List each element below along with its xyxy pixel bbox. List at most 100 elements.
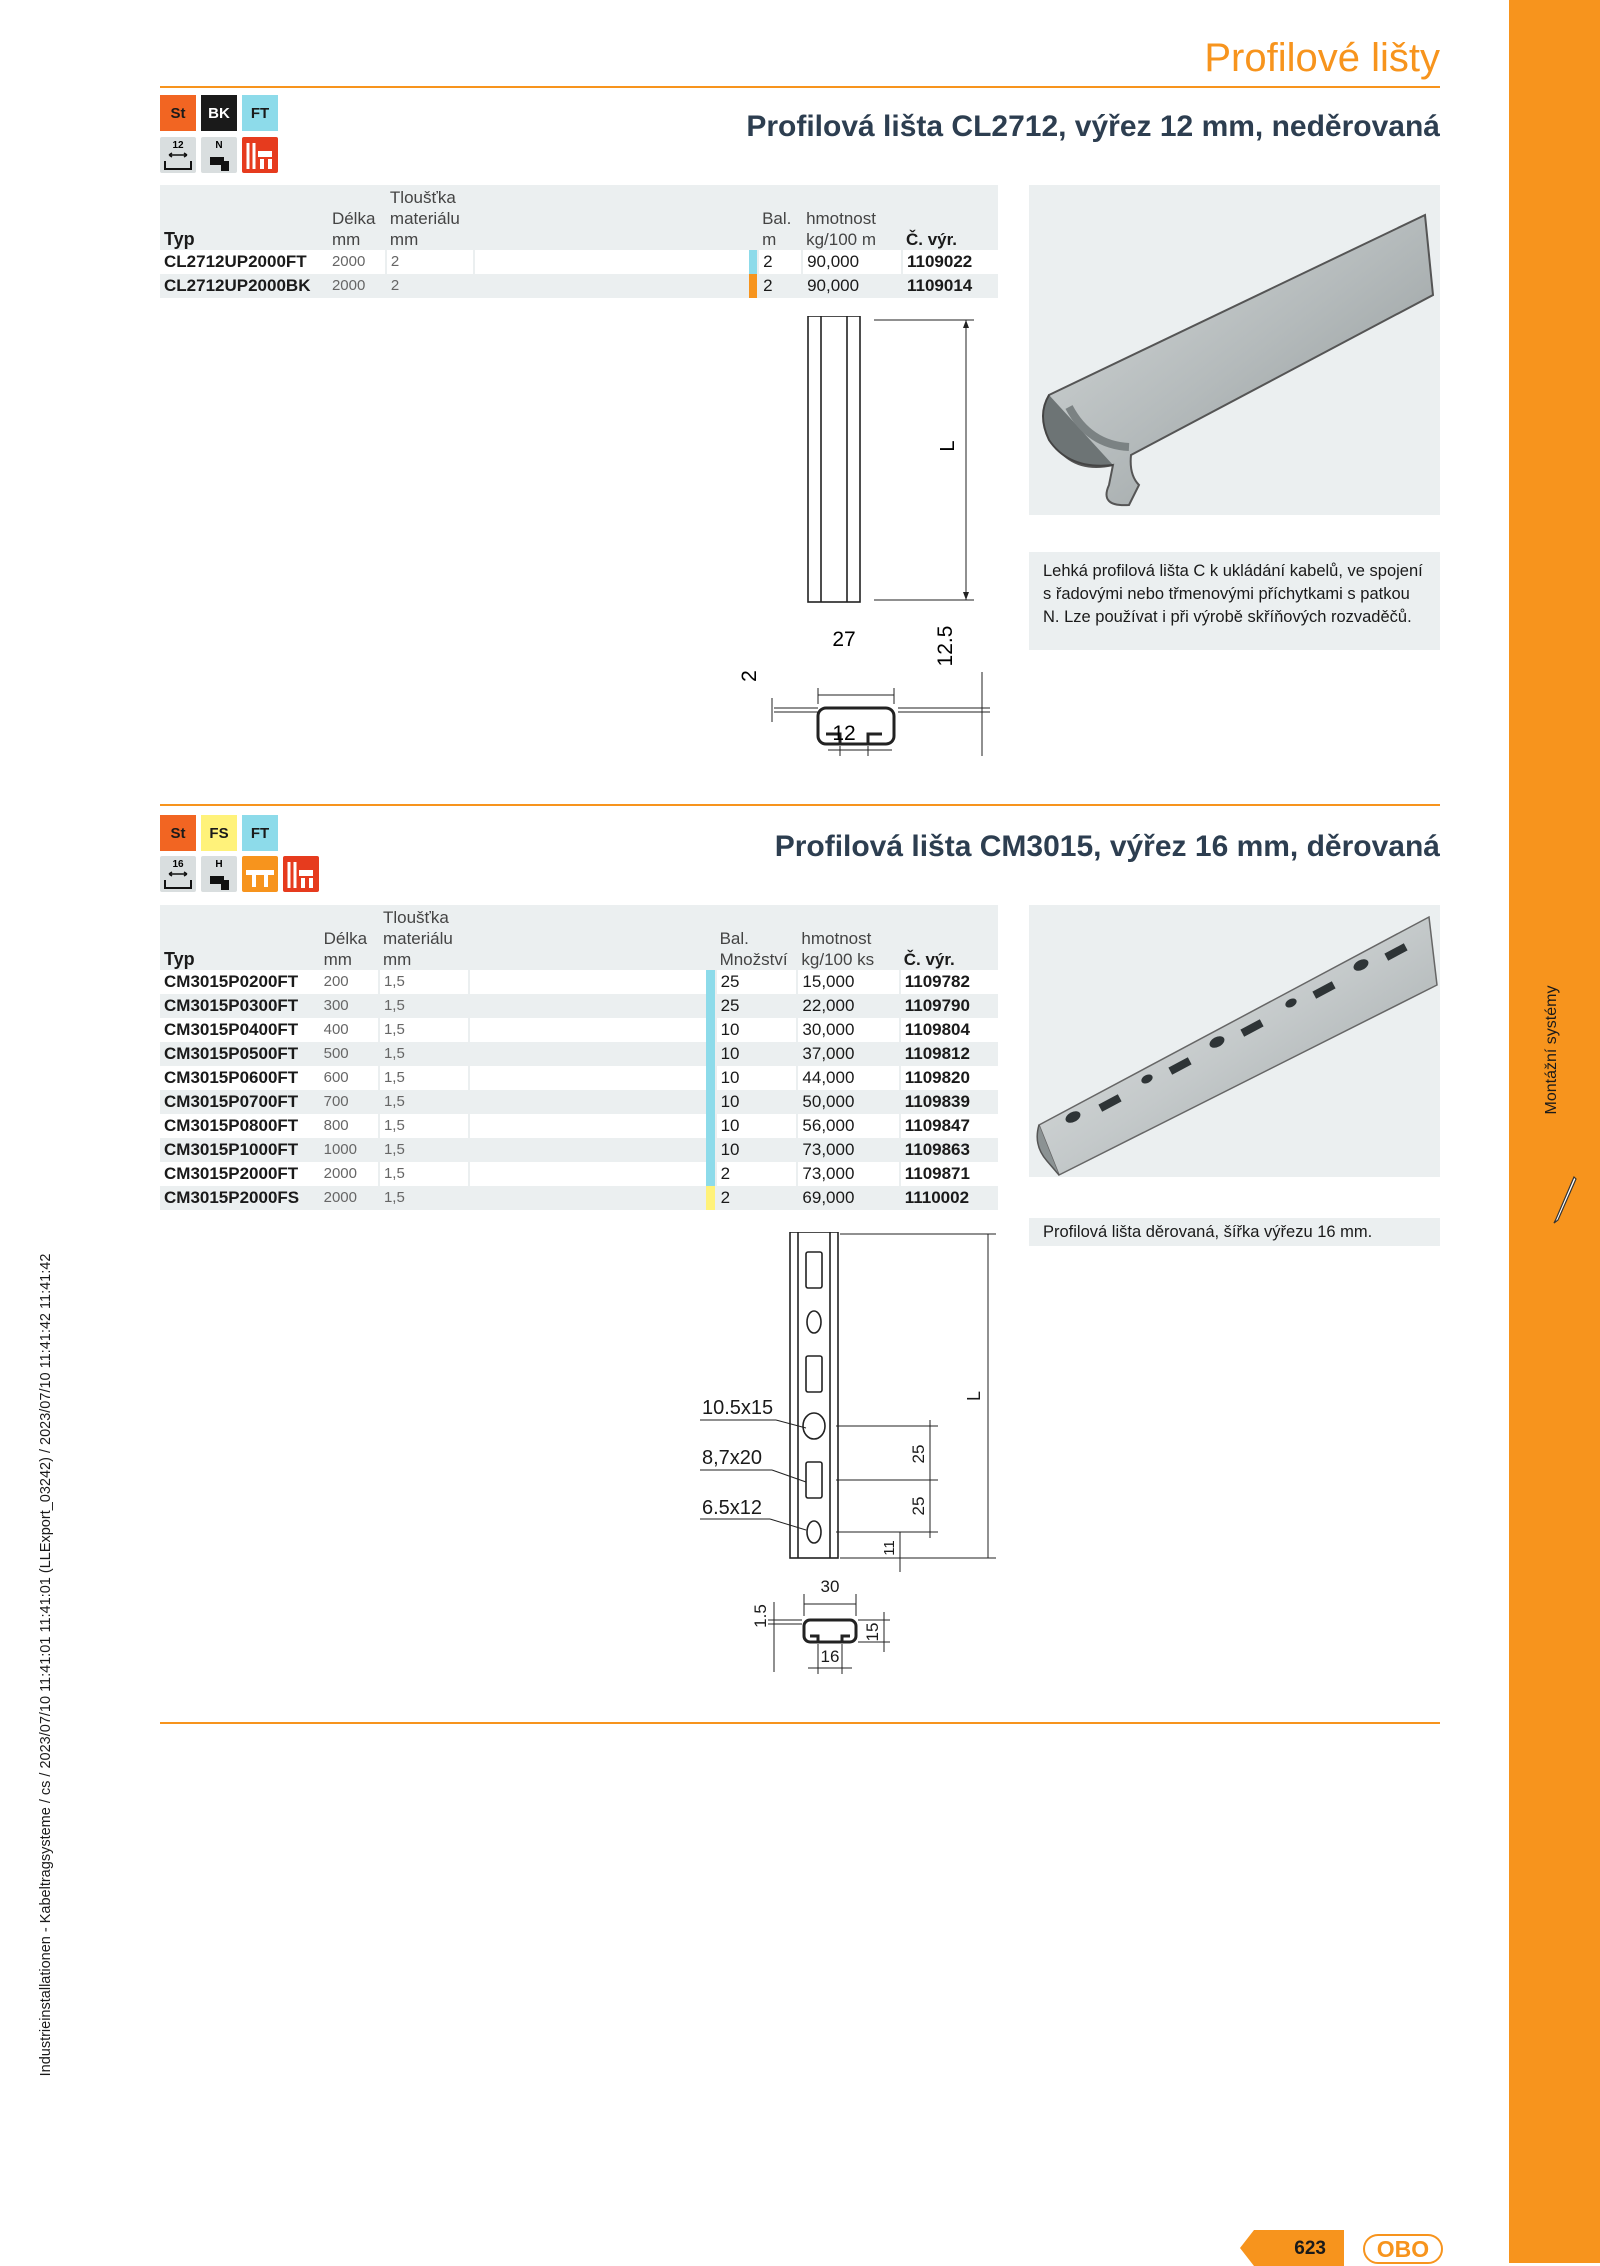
cell-cvyr: 1109839	[898, 1090, 998, 1114]
cell-tloustka: 1,5	[377, 1114, 469, 1138]
cell-hmotnost: 22,000	[796, 994, 900, 1018]
cell-bal: 2	[714, 1162, 798, 1186]
cell-cvyr: 1109847	[898, 1114, 998, 1138]
badge-ft: FT	[242, 815, 278, 851]
cell-hmotnost: 37,000	[796, 1042, 900, 1066]
dim-width: 30	[821, 1577, 840, 1596]
cell-tloustka: 2	[384, 274, 474, 298]
section2-technical-drawing: 10.5x15 8,7x20 6.5x12 25 25 11 L 30 15 1…	[700, 1232, 996, 1674]
section1-technical-drawing: L 27 12.5 2 12	[738, 316, 990, 756]
cell-delka: 1000	[319, 1138, 379, 1162]
color-swatch	[706, 1138, 716, 1162]
col-header-cvyr: Č. výr.	[902, 185, 998, 250]
cell-cvyr: 1109804	[898, 1018, 998, 1042]
cell-blank	[467, 1066, 707, 1090]
dim-thickness: 2	[738, 670, 761, 682]
cell-cvyr: 1110002	[898, 1186, 998, 1210]
cell-delka: 400	[319, 1018, 379, 1042]
cell-hmotnost: 44,000	[796, 1066, 900, 1090]
cell-cvyr: 1109790	[898, 994, 998, 1018]
dim-hole-round: 10.5x15	[702, 1397, 773, 1419]
col-header-bal: Bal.m	[758, 185, 803, 250]
cell-bal: 10	[714, 1090, 798, 1114]
pencil-icon	[1553, 1175, 1577, 1224]
cell-bal: 2	[757, 274, 803, 298]
section-divider	[160, 804, 1440, 806]
cell-cvyr: 1109014	[901, 274, 998, 298]
cell-blank	[467, 994, 707, 1018]
fire-safety-icon	[283, 856, 319, 892]
mounting-icon	[242, 856, 278, 892]
cell-bal: 2	[757, 250, 803, 274]
section2-product-photo	[1029, 905, 1440, 1177]
cell-bal: 10	[714, 1066, 798, 1090]
cell-bal: 10	[714, 1018, 798, 1042]
cell-typ: CM3015P2000FS	[160, 1186, 320, 1210]
col-header-typ: Typ	[160, 185, 328, 250]
cell-hmotnost: 15,000	[796, 970, 900, 994]
cell-cvyr: 1109022	[901, 250, 998, 274]
dim-height: 15	[863, 1623, 882, 1642]
color-swatch	[706, 1018, 716, 1042]
cell-typ: CM3015P0200FT	[160, 970, 320, 994]
cell-delka: 2000	[319, 1186, 379, 1210]
dim-thickness: 1.5	[751, 1604, 770, 1628]
section1-description: Lehká profilová lišta C k ukládání kabel…	[1029, 552, 1440, 650]
col-header-bal: Bal.Množství	[715, 905, 798, 970]
slot-width-label: 12	[172, 140, 184, 151]
cell-tloustka: 1,5	[377, 1138, 469, 1162]
sidebar-strip	[1509, 0, 1600, 2263]
dim-height: 12.5	[934, 626, 957, 667]
cell-tloustka: 1,5	[377, 1090, 469, 1114]
cell-cvyr: 1109871	[898, 1162, 998, 1186]
footer-rule	[160, 1722, 1440, 1724]
cell-bal: 25	[714, 994, 798, 1018]
cell-hmotnost: 90,000	[801, 250, 902, 274]
obo-logo: OBO	[1363, 2234, 1443, 2264]
cell-typ: CM3015P0600FT	[160, 1066, 320, 1090]
dim-length: L	[964, 1391, 984, 1401]
color-swatch	[706, 1042, 716, 1066]
cell-delka: 2000	[327, 250, 386, 274]
color-swatch	[749, 250, 759, 274]
page-title: Profilové lišty	[1204, 36, 1440, 80]
cell-hmotnost: 56,000	[796, 1114, 900, 1138]
nut-type-icon: N	[201, 137, 237, 173]
dim-hole-slot: 8,7x20	[702, 1447, 762, 1469]
col-header-blank	[473, 185, 750, 250]
cell-hmotnost: 73,000	[796, 1162, 900, 1186]
cell-blank	[472, 274, 750, 298]
cell-delka: 2000	[327, 274, 386, 298]
cell-delka: 700	[319, 1090, 379, 1114]
dim-width: 27	[832, 628, 855, 651]
cell-typ: CL2712UP2000BK	[160, 274, 328, 298]
cell-delka: 200	[319, 970, 379, 994]
cell-bal: 2	[714, 1186, 798, 1210]
color-swatch	[706, 1162, 716, 1186]
dim-slot: 16	[821, 1647, 840, 1666]
cell-hmotnost: 73,000	[796, 1138, 900, 1162]
color-swatch	[706, 1066, 716, 1090]
cell-hmotnost: 30,000	[796, 1018, 900, 1042]
color-swatch	[706, 1090, 716, 1114]
badge-fs: FS	[201, 815, 237, 851]
color-swatch	[749, 274, 759, 298]
dim-pitch-1: 25	[909, 1445, 928, 1464]
